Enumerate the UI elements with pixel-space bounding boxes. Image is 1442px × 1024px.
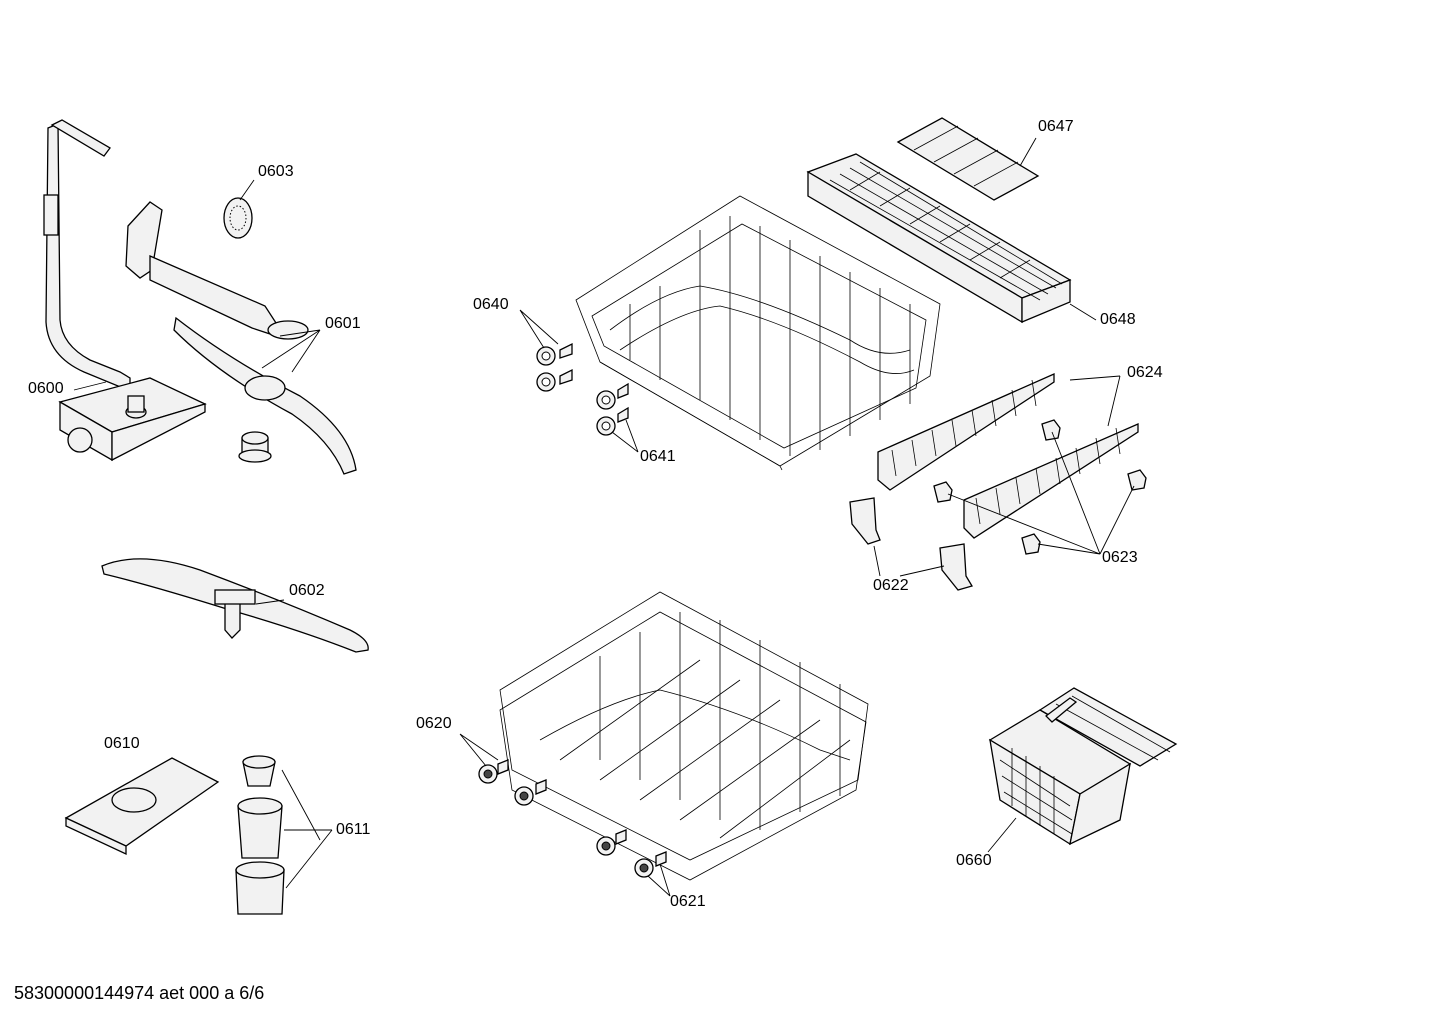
part-0621-wheels xyxy=(596,829,667,878)
label-0620: 0620 xyxy=(416,715,452,732)
label-0603: 0603 xyxy=(258,163,294,180)
part-0611-filter-cartridges xyxy=(235,755,285,915)
part-0622-brackets xyxy=(849,497,973,591)
label-0622: 0622 xyxy=(873,577,909,594)
upper-basket-wire xyxy=(575,195,941,471)
label-0623: 0623 xyxy=(1102,549,1138,566)
part-0602-lower-spray-arm xyxy=(101,558,369,653)
label-0610: 0610 xyxy=(104,735,140,752)
label-0600: 0600 xyxy=(28,380,64,397)
part-0648-cutlery-tray xyxy=(806,153,1072,324)
part-0660-cutlery-basket xyxy=(988,687,1178,846)
part-0641-rollers xyxy=(596,382,629,436)
part-0601-supply-tube-and-arm xyxy=(125,201,357,475)
part-0603-filter-cap xyxy=(223,197,253,239)
label-0648: 0648 xyxy=(1100,311,1136,328)
label-0641: 0641 xyxy=(640,448,676,465)
label-0621: 0621 xyxy=(670,893,706,910)
label-0660: 0660 xyxy=(956,852,992,869)
part-0620-wheels xyxy=(478,759,547,806)
part-0600-riser-pipe xyxy=(43,119,207,462)
label-0611: 0611 xyxy=(336,821,371,838)
part-0640-rollers xyxy=(536,342,573,392)
label-0647: 0647 xyxy=(1038,118,1074,135)
part-0647-tray-insert xyxy=(896,117,1040,201)
label-0640: 0640 xyxy=(473,296,509,313)
label-0601: 0601 xyxy=(325,315,361,332)
lower-basket-wire xyxy=(499,591,869,881)
part-0623-clips xyxy=(933,419,1147,555)
leader-lines xyxy=(73,137,1135,897)
label-0624: 0624 xyxy=(1127,364,1163,381)
part-0624-tine-rows xyxy=(877,373,1139,539)
document-reference: 58300000144974 aet 000 a 6/6 xyxy=(14,983,265,1003)
part-0610-flat-filter xyxy=(64,757,220,856)
label-0602: 0602 xyxy=(289,582,325,599)
